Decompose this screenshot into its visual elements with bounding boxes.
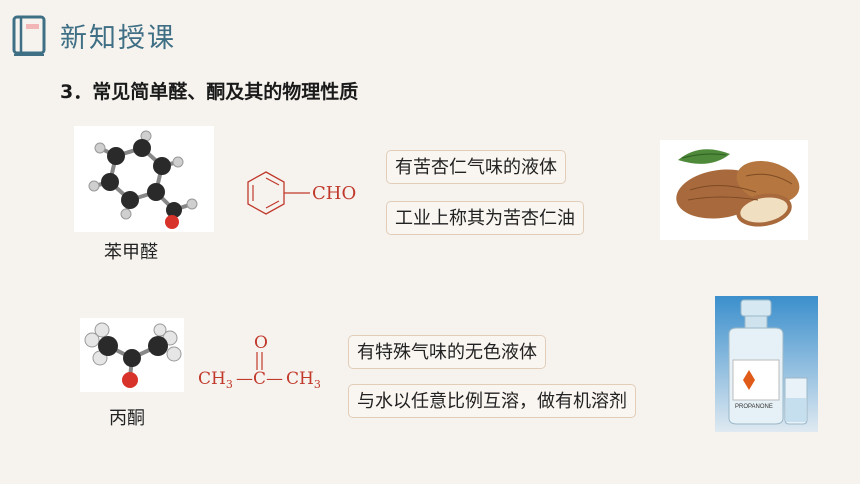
acetone-bottle-image: PROPANONE — [715, 296, 818, 432]
acetone-name: 丙酮 — [109, 408, 145, 429]
carbonyl-carbon-label: —C— — [236, 369, 283, 389]
book-icon — [12, 15, 46, 56]
molecule-model-icon — [88, 130, 198, 229]
almond-image — [660, 140, 808, 240]
acetone-property-1: 有特殊气味的无色液体 — [348, 335, 546, 369]
oxygen-label: O — [254, 333, 268, 353]
acetone-formula: O CH3 —C— CH3 — [198, 333, 321, 390]
header-title: 新知授课 — [60, 23, 176, 54]
bottle-label-text: PROPANONE — [735, 404, 773, 410]
acetone-property-2: 与水以任意比例互溶，做有机溶剂 — [348, 384, 636, 418]
benzaldehyde-name: 苯甲醛 — [104, 242, 158, 263]
ch3-left-label: CH3 — [198, 369, 233, 390]
molecule-model-icon — [84, 322, 182, 388]
ch3-right-label: CH3 — [286, 369, 321, 390]
benzaldehyde-formula: CHO — [247, 171, 356, 215]
benzaldehyde-model-image — [74, 126, 214, 232]
header: 新知授课 — [0, 0, 860, 70]
cho-group-label: CHO — [312, 183, 356, 204]
benzaldehyde-property-1: 有苦杏仁气味的液体 — [386, 150, 566, 184]
acetone-model-image — [80, 318, 184, 392]
section-title: 3．常见简单醛、酮及其的物理性质 — [60, 81, 359, 103]
benzaldehyde-property-2: 工业上称其为苦杏仁油 — [386, 201, 584, 235]
